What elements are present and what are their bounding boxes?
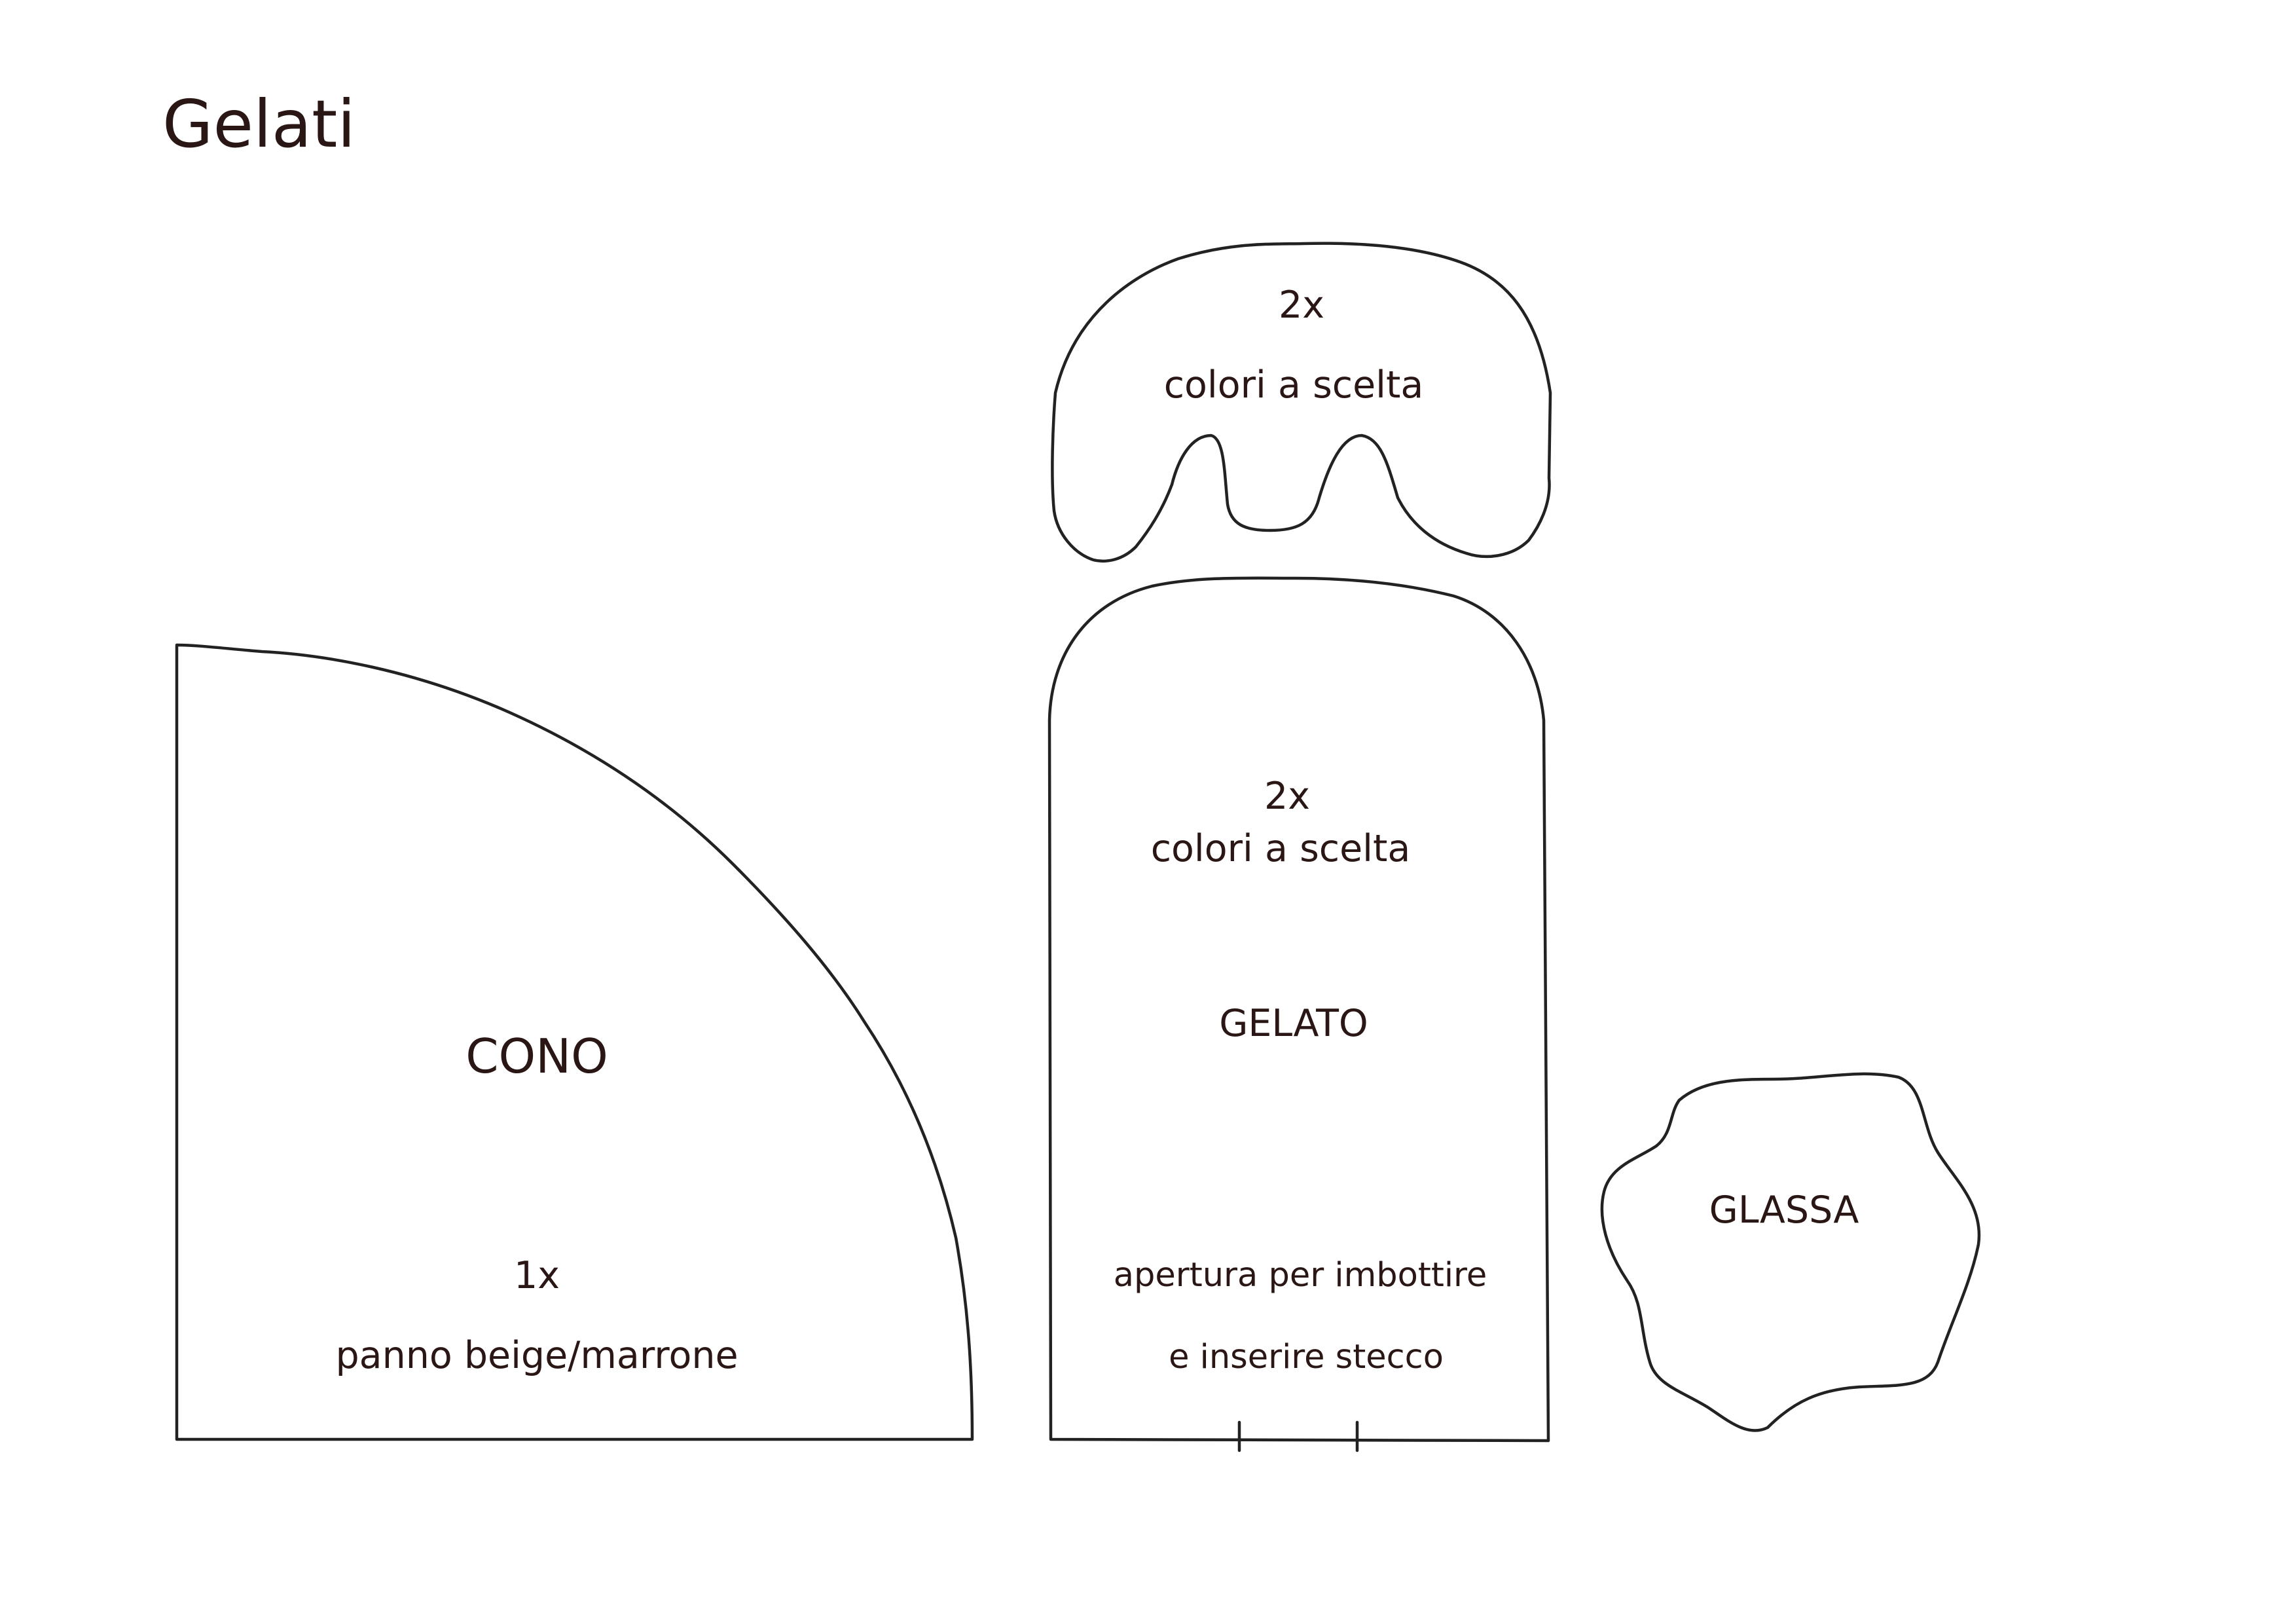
gelato-note-line2: e inserire stecco <box>1169 1338 1444 1376</box>
gelato-quantity: 2x <box>1264 775 1310 818</box>
gelato-note-line1: apertura per imbottire <box>1113 1256 1487 1295</box>
cono-name: CONO <box>465 1029 608 1084</box>
icing-top-outline <box>1051 242 1552 563</box>
gelato-name: GELATO <box>1219 1002 1368 1045</box>
gelato-material: colori a scelta <box>1150 827 1411 870</box>
page-title: Gelati <box>162 86 356 162</box>
gelato-outline <box>1048 576 1550 1443</box>
glassa-outline <box>1600 1072 1981 1432</box>
cono-quantity: 1x <box>514 1254 560 1297</box>
glassa-name: GLASSA <box>1709 1189 1859 1232</box>
icing-top-material: colori a scelta <box>1163 363 1424 407</box>
icing-top-quantity: 2x <box>1279 284 1324 327</box>
cono-material: panno beige/marrone <box>335 1334 738 1377</box>
cono-outline <box>175 643 974 1441</box>
